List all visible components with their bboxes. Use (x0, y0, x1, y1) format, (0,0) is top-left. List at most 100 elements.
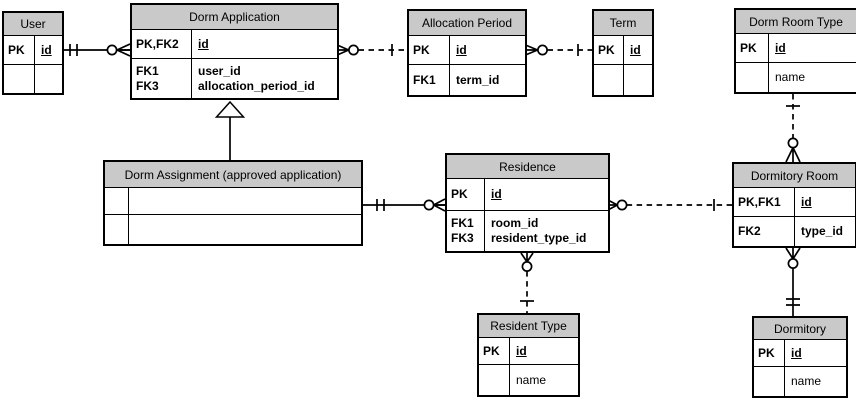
key-label: FK3 (451, 231, 474, 245)
crowfoot-many (785, 247, 801, 260)
field-name: name (791, 374, 822, 388)
crowfoot-many (785, 147, 801, 163)
entity-dorm-assignment: Dorm Assignment (approved application) (103, 160, 363, 246)
entity-residence: Residence PK id FK1 FK3 room_id resident… (445, 153, 610, 253)
key-label: PK (758, 345, 775, 360)
entity-title: Residence (499, 159, 556, 174)
zero-circle (521, 261, 533, 272)
attribute-row: name (736, 62, 856, 92)
entity-resident-type: Resident Type PK id name (477, 313, 580, 397)
entity-title: User (20, 17, 46, 31)
attribute-row (105, 214, 361, 244)
field-name: id (791, 345, 802, 360)
crowfoot-many (520, 252, 534, 263)
attribute-row: PK id (754, 340, 846, 366)
entity-dormitory-room: Dormitory Room PK,FK1 id FK2 type_id (732, 162, 856, 248)
entity-dormitory: Dormitory PK id name (752, 316, 848, 398)
field-name: term_id (456, 72, 500, 87)
entity-title: Dormitory Room (750, 168, 839, 183)
key-label: FK1 (136, 63, 159, 78)
connector-allocation-period-term (522, 43, 592, 57)
attribute-row: PK id (409, 36, 525, 64)
attribute-row: name (754, 366, 846, 396)
field-name: name (516, 372, 547, 387)
field-name: resident_type_id (491, 231, 587, 245)
crowfoot-many (116, 43, 131, 57)
attribute-row: PK id (447, 179, 608, 210)
attribute-row: PK id (4, 36, 62, 64)
key-label: FK2 (738, 224, 761, 238)
key-label: PK (740, 40, 757, 55)
attribute-row: PK id (479, 338, 578, 364)
zero-circle (616, 199, 628, 211)
entity-term: Term PK id (592, 9, 654, 97)
key-label: PK (598, 42, 615, 57)
key-label: PK,FK2 (136, 36, 179, 51)
entity-title: Resident Type (490, 319, 567, 333)
attribute-row: PK,FK2 id (132, 30, 337, 58)
attribute-row: name (479, 364, 578, 395)
field-name: id (198, 36, 209, 51)
field-name: id (491, 187, 502, 201)
connector-residence-dormitory-room (605, 198, 732, 212)
zero-circle (106, 44, 118, 56)
key-label: PK (413, 42, 430, 57)
field-name: room_id (491, 216, 539, 230)
key-label: FK1 (413, 72, 436, 87)
entity-allocation-period: Allocation Period PK id FK1 term_id (407, 9, 527, 97)
entity-title: Dorm Room Type (749, 14, 843, 29)
zero-circle (787, 137, 799, 149)
entity-title: Term (609, 16, 637, 30)
entity-user: User PK id (2, 11, 64, 95)
attribute-row (594, 64, 652, 95)
connector-dorm-application-allocation-period (334, 43, 407, 57)
inheritance-triangle (214, 100, 246, 118)
key-label: FK1 (451, 216, 474, 230)
entity-title: Dorm Assignment (approved application) (124, 167, 342, 182)
field-name: id (775, 40, 786, 55)
entity-title: Dorm Application (189, 10, 280, 24)
zero-circle (348, 44, 359, 56)
entity-dorm-application: Dorm Application PK,FK2 id FK1 FK3 user_… (130, 3, 339, 100)
connector-dorm-assignment-residence (359, 198, 446, 212)
one-and-only-one-ticks (786, 298, 800, 306)
entity-title: Allocation Period (421, 16, 513, 30)
field-name: id (516, 343, 527, 358)
connector-dorm-room-type-dormitory-room (785, 94, 801, 163)
zero-circle (787, 258, 799, 269)
entity-title: Dormitory (773, 321, 826, 336)
attribute-row: PK id (594, 36, 652, 64)
field-name: type_id (801, 224, 844, 238)
attribute-row (105, 188, 361, 214)
attribute-row: FK1 FK3 user_id allocation_period_id (132, 58, 337, 98)
one-and-only-one-ticks (69, 44, 78, 56)
connector-dormitory-room-dormitory (785, 247, 801, 316)
field-name: allocation_period_id (198, 78, 315, 93)
zero-circle (423, 199, 435, 211)
attribute-row (4, 64, 62, 93)
field-name: id (630, 42, 641, 57)
attribute-row: FK1 term_id (409, 64, 525, 95)
one-and-only-one-ticks (376, 199, 385, 211)
zero-circle (537, 44, 548, 56)
field-name: id (41, 42, 52, 57)
attribute-row: PK,FK1 id (734, 188, 855, 216)
key-label: PK (8, 42, 25, 57)
key-label: PK,FK1 (738, 194, 781, 209)
connector-user-dorm-application (60, 43, 131, 57)
field-name: name (775, 70, 806, 84)
crowfoot-many (433, 198, 446, 212)
entity-dorm-room-type: Dorm Room Type PK id name (734, 8, 856, 94)
attribute-row: PK id (736, 34, 856, 62)
field-name: user_id (198, 63, 241, 78)
key-label: FK3 (136, 78, 159, 93)
attribute-row: FK2 type_id (734, 216, 855, 246)
connector-residence-resident-type (520, 252, 534, 313)
key-label: PK (483, 343, 500, 358)
field-name: id (456, 42, 467, 57)
connector-inheritance-dorm-assignment-dorm-application (214, 100, 246, 160)
attribute-row: FK1 FK3 room_id resident_type_id (447, 210, 608, 251)
key-label: PK (451, 187, 468, 201)
